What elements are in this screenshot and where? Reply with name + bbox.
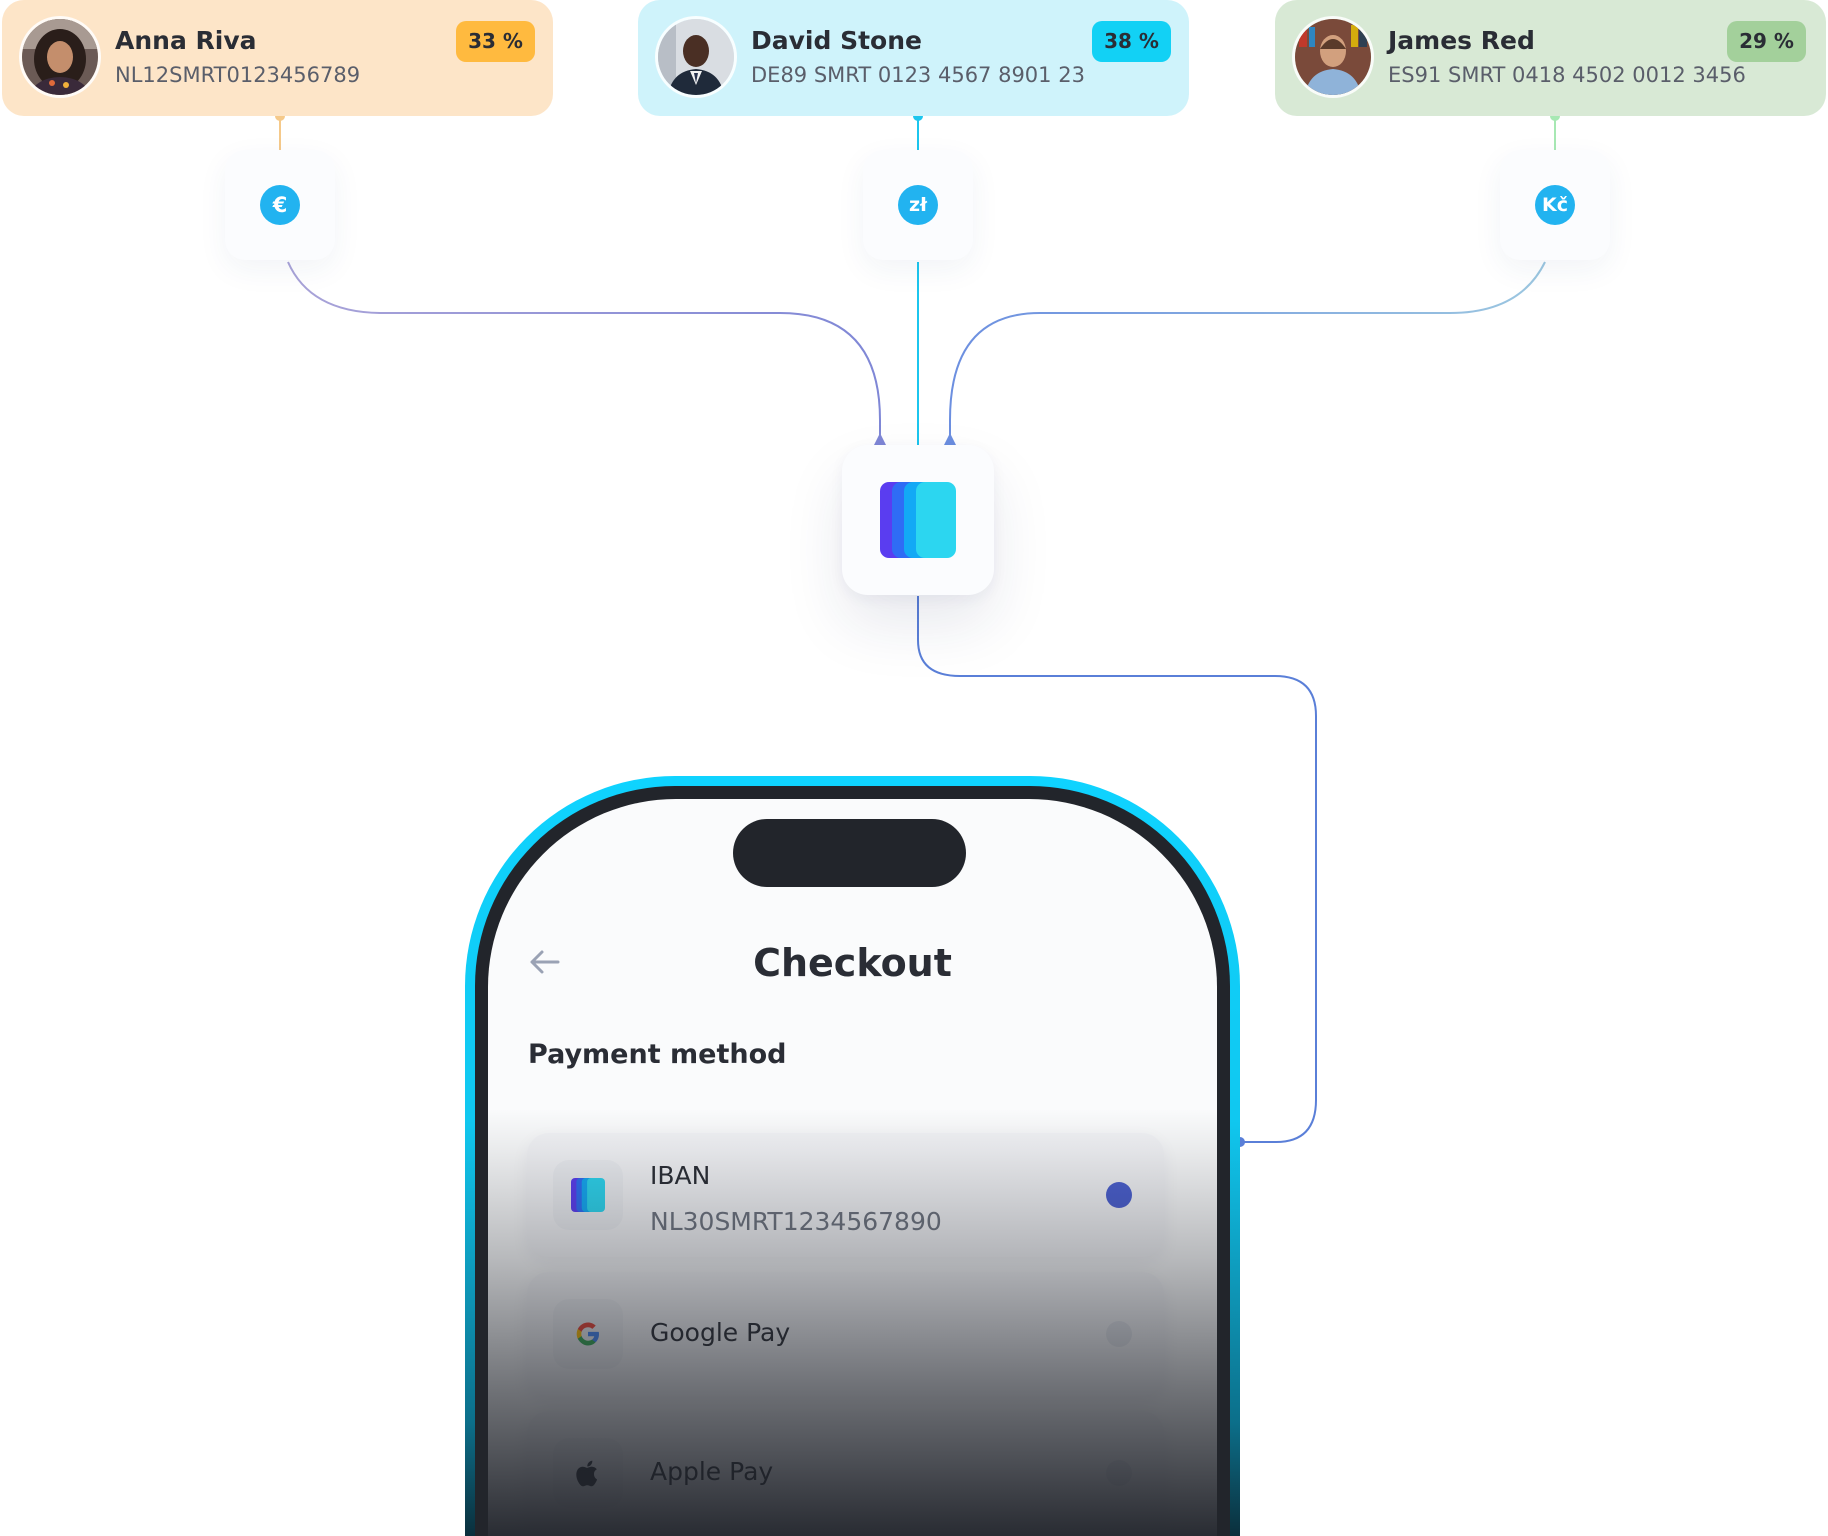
bank-cards-logo-icon [553, 1160, 623, 1230]
share-badge: 33 % [456, 21, 535, 62]
payer-name: David Stone [751, 26, 922, 55]
payment-method-label: Google Pay [650, 1318, 791, 1347]
currency-tile-koruna: Kč [1500, 150, 1610, 260]
payer-card-james[interactable]: James Red ES91 SMRT 0418 4502 0012 3456 … [1275, 0, 1826, 116]
connector-arrow-left [874, 433, 886, 445]
radio-selected[interactable] [1106, 1182, 1132, 1208]
share-badge: 38 % [1092, 21, 1171, 62]
koruna-icon: Kč [1535, 185, 1575, 225]
share-badge: 29 % [1727, 21, 1806, 62]
payer-iban: DE89 SMRT 0123 4567 8901 23 [751, 63, 1085, 87]
back-button[interactable] [528, 949, 560, 979]
payment-method-label: Apple Pay [650, 1457, 774, 1486]
phone-bezel: Checkout Payment method IBAN NL30SMRT123… [475, 786, 1230, 1536]
currency-tile-euro: € [225, 150, 335, 260]
payment-method-iban-number: NL30SMRT1234567890 [650, 1207, 942, 1236]
euro-icon: € [260, 185, 300, 225]
connector-lines [275, 111, 1560, 1147]
dynamic-island [733, 819, 966, 887]
payer-card-anna[interactable]: Anna Riva NL12SMRT0123456789 33 % [2, 0, 553, 116]
arrow-left-icon [530, 950, 560, 974]
payment-method-label: IBAN [650, 1161, 711, 1190]
connector-hub-to-phone [917, 596, 1317, 1143]
apple-icon [553, 1438, 623, 1508]
google-icon [553, 1299, 623, 1369]
radio-unselected[interactable] [1106, 1321, 1132, 1347]
section-label: Payment method [528, 1039, 787, 1070]
connector-koruna-to-hub [949, 261, 1546, 445]
avatar-james [1295, 19, 1371, 95]
payment-method-iban[interactable]: IBAN NL30SMRT1234567890 [527, 1133, 1164, 1257]
payer-iban: NL12SMRT0123456789 [115, 63, 361, 87]
zloty-icon: zł [898, 185, 938, 225]
connector-arrow-right [944, 433, 956, 445]
payer-iban: ES91 SMRT 0418 4502 0012 3456 [1388, 63, 1746, 87]
avatar-anna [22, 19, 98, 95]
connector-euro-to-hub [287, 261, 881, 445]
payer-name: James Red [1388, 26, 1535, 55]
payer-name: Anna Riva [115, 26, 257, 55]
radio-unselected[interactable] [1106, 1460, 1132, 1486]
payment-method-apple-pay[interactable]: Apple Pay [527, 1411, 1164, 1535]
payer-card-david[interactable]: David Stone DE89 SMRT 0123 4567 8901 23 … [638, 0, 1189, 116]
phone-screen: Checkout Payment method IBAN NL30SMRT123… [488, 799, 1217, 1536]
payment-hub [842, 445, 994, 595]
payment-method-google-pay[interactable]: Google Pay [527, 1272, 1164, 1396]
currency-tile-zloty: zł [863, 150, 973, 260]
page-title: Checkout [753, 941, 952, 985]
bank-cards-logo-icon [880, 482, 956, 558]
avatar-david [658, 19, 734, 95]
phone-frame: Checkout Payment method IBAN NL30SMRT123… [465, 776, 1240, 1536]
